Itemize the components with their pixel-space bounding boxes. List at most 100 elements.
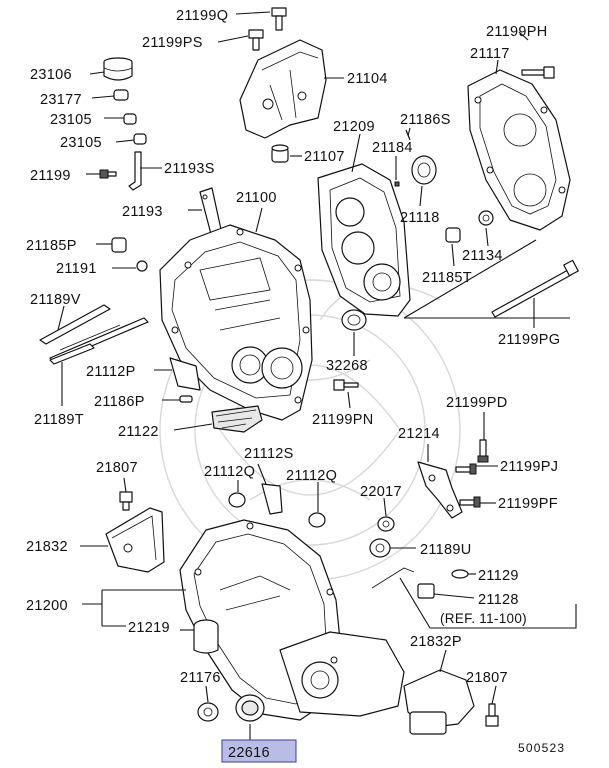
label-21807-a[interactable]: 21807: [96, 460, 138, 476]
label-21199pg[interactable]: 21199PG: [498, 332, 560, 348]
label-21184[interactable]: 21184: [372, 140, 413, 156]
bushing-23105-a: [123, 113, 137, 125]
bolt-21199pd: [477, 439, 489, 463]
transmission-case-21200: [179, 519, 405, 721]
label-21189v[interactable]: 21189V: [30, 292, 81, 308]
part-labels: 21199Q 21199PS 21104 21199PH 21117 23106…: [26, 8, 564, 761]
pin-21186p: [179, 395, 193, 403]
bracket-21214: [417, 461, 463, 519]
label-23106[interactable]: 23106: [30, 67, 72, 83]
seal-32268: [341, 309, 367, 331]
bracket-21832: [105, 507, 165, 573]
mount-bracket-21104: [239, 39, 327, 139]
label-23177[interactable]: 23177: [40, 92, 82, 108]
washer-22017: [377, 516, 395, 532]
label-21118[interactable]: 21118: [400, 210, 440, 226]
seal-21118: [411, 155, 437, 185]
label-21112q-b[interactable]: 21112Q: [286, 468, 337, 484]
label-21214[interactable]: 21214: [398, 426, 440, 442]
label-21193s[interactable]: 21193S: [164, 161, 215, 177]
seal-21176: [197, 702, 219, 722]
bolt-21199pj: [455, 463, 477, 475]
label-21104[interactable]: 21104: [347, 71, 388, 87]
plate-21209: [317, 163, 411, 317]
pin-21184: [394, 181, 400, 187]
bolt-21199ph: [521, 66, 555, 79]
label-22017[interactable]: 22017: [360, 484, 402, 500]
gasket-21189v: [39, 304, 149, 363]
label-21128[interactable]: 21128: [478, 592, 519, 608]
label-21189t[interactable]: 21189T: [34, 412, 84, 428]
leader-lines: [57, 11, 577, 742]
label-32268[interactable]: 32268: [326, 358, 368, 374]
label-21112p[interactable]: 21112P: [86, 364, 136, 380]
part-21128: [417, 583, 435, 599]
label-21112s[interactable]: 21112S: [244, 446, 294, 462]
seal-21112q-b: [308, 512, 326, 528]
label-21807-b[interactable]: 21807: [466, 670, 508, 686]
label-21176[interactable]: 21176: [180, 670, 221, 686]
label-21186p[interactable]: 21186P: [94, 394, 145, 410]
label-21199pn[interactable]: 21199PN: [312, 412, 374, 428]
plug-21185p: [111, 237, 127, 253]
wire-harness: [371, 567, 415, 589]
label-21832[interactable]: 21832: [26, 539, 68, 555]
label-21199pf[interactable]: 21199PF: [498, 496, 558, 512]
label-23105-b[interactable]: 23105: [60, 135, 102, 151]
oil-seal-22616: [235, 694, 265, 722]
label-21185t[interactable]: 21185T: [422, 270, 472, 286]
label-21199pd[interactable]: 21199PD: [446, 395, 508, 411]
label-21189u[interactable]: 21189U: [420, 542, 472, 558]
part-21112s: [261, 483, 283, 515]
rod-21193s: [128, 151, 142, 191]
label-21117[interactable]: 21117: [470, 46, 510, 62]
label-21134[interactable]: 21134: [462, 248, 503, 264]
label-21199ps[interactable]: 21199PS: [142, 35, 203, 51]
label-21122[interactable]: 21122: [118, 424, 159, 440]
label-ref-11-100[interactable]: (REF. 11-100): [440, 611, 527, 626]
bolt-21807-a: [119, 491, 133, 511]
bolt-21199: [99, 169, 117, 179]
label-21129[interactable]: 21129: [478, 568, 519, 584]
plate-21112p: [169, 357, 201, 391]
label-21199pj[interactable]: 21199PJ: [500, 459, 558, 475]
label-21219[interactable]: 21219: [128, 620, 170, 636]
seal-21112q-a: [228, 492, 246, 508]
front-case-21100: [159, 224, 313, 421]
label-21100[interactable]: 21100: [236, 190, 277, 206]
plug-21185t: [445, 227, 461, 243]
long-bolt-21199pg: [491, 259, 579, 318]
part-21129: [451, 569, 469, 579]
cover-21832p: [403, 669, 475, 735]
bolt-21807-b: [485, 703, 499, 727]
label-21186s[interactable]: 21186S: [400, 112, 451, 128]
label-21112q-a[interactable]: 21112Q: [204, 464, 255, 480]
oring-21191: [136, 260, 148, 272]
label-21185p[interactable]: 21185P: [26, 238, 77, 254]
label-21199ph[interactable]: 21199PH: [486, 24, 548, 40]
bushing-23105-b: [133, 133, 147, 145]
label-21191[interactable]: 21191: [56, 261, 97, 277]
label-21200[interactable]: 21200: [26, 598, 68, 614]
label-21199q[interactable]: 21199Q: [176, 8, 228, 24]
bushing-21219: [193, 619, 219, 654]
cap-21107: [271, 144, 289, 163]
highlight-22616: [221, 739, 297, 763]
boot-23106: [103, 57, 133, 81]
clip-23177: [113, 89, 129, 101]
label-21107[interactable]: 21107: [304, 149, 345, 165]
bolt-21199ps: [248, 29, 264, 51]
bolt-21199q: [271, 7, 287, 31]
label-22616[interactable]: 22616: [228, 745, 270, 761]
gasket-21189t: [49, 343, 95, 365]
label-21209[interactable]: 21209: [333, 119, 375, 135]
label-21832p[interactable]: 21832P: [410, 634, 462, 650]
label-21193[interactable]: 21193: [122, 204, 163, 220]
bolt-21199pn: [333, 379, 359, 391]
label-23105-a[interactable]: 23105: [50, 112, 92, 128]
cover-21117: [467, 69, 571, 231]
washer-21134: [478, 210, 494, 226]
seal-21189u: [369, 538, 391, 558]
label-21199[interactable]: 21199: [30, 168, 71, 184]
